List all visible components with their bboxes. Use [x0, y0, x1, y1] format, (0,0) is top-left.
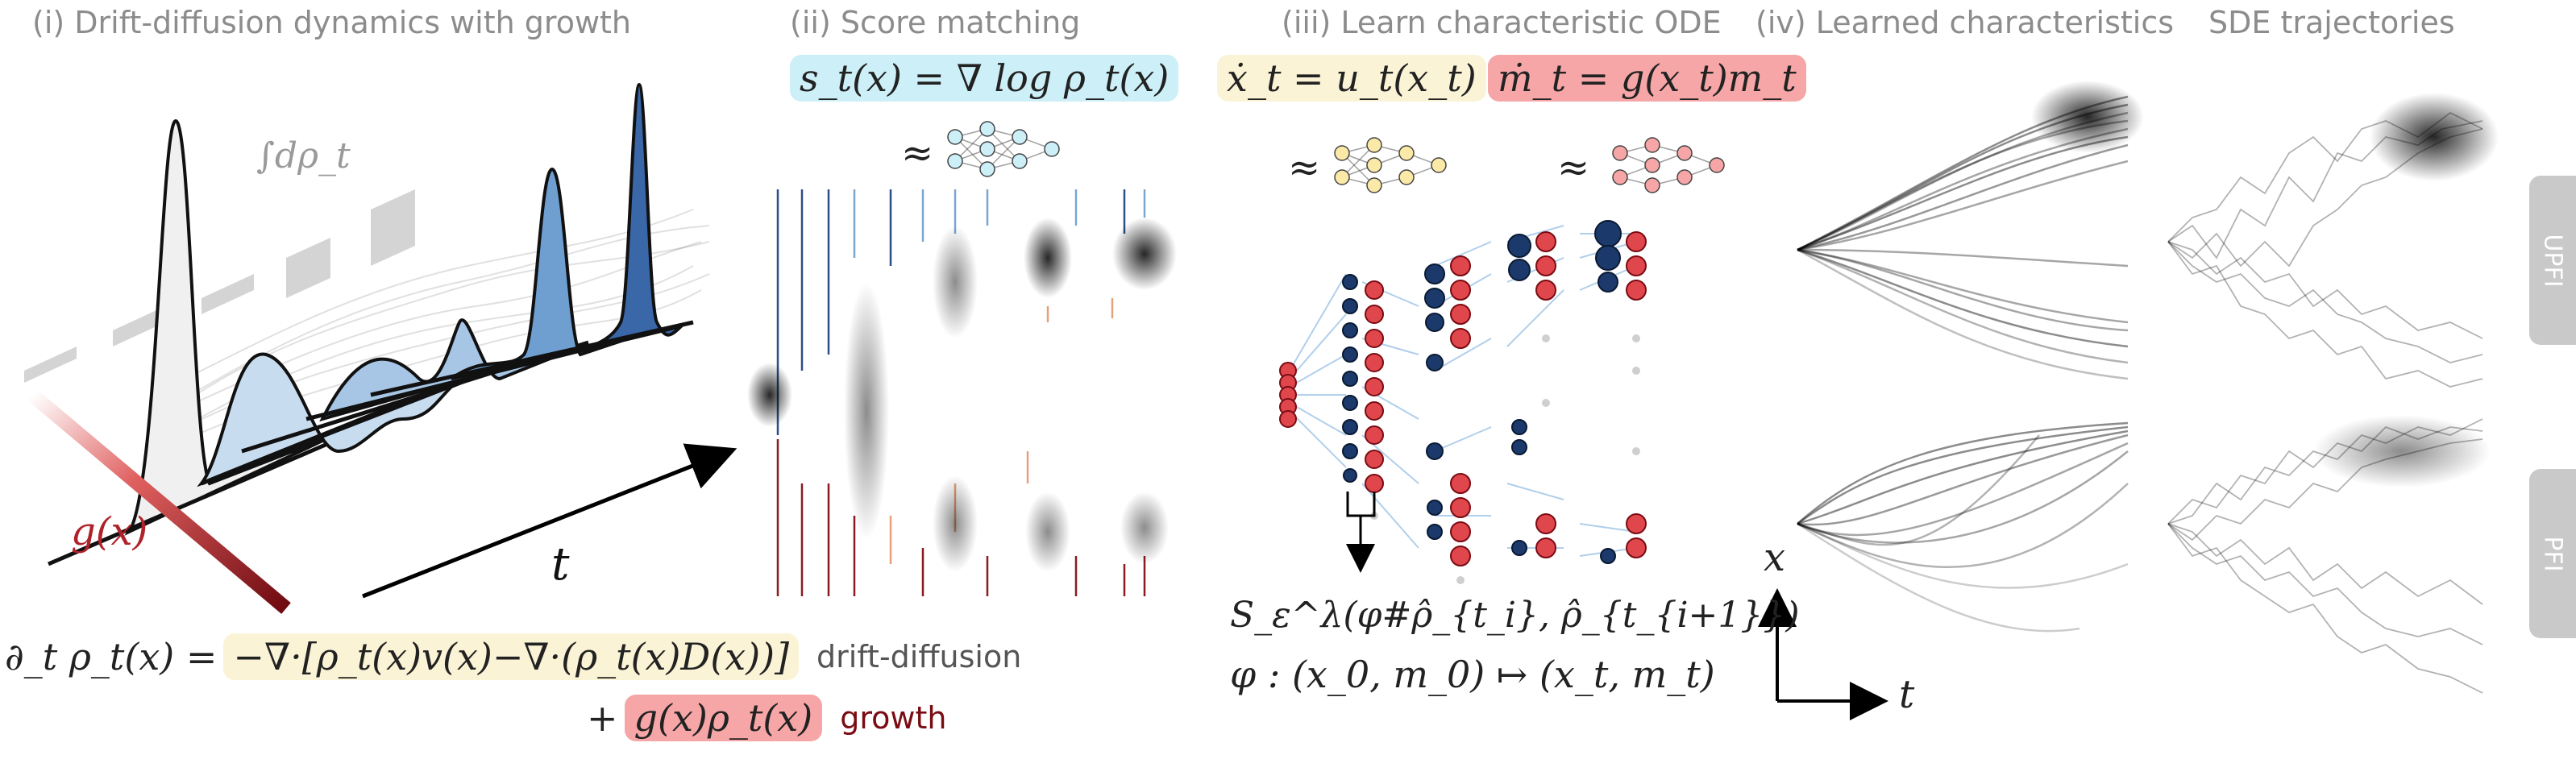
- sample-cloud-t0: [747, 363, 792, 427]
- time-axis-arrow: [362, 443, 737, 599]
- sample-cloud-t2a: [933, 226, 978, 338]
- velocity-approx-symbol: ≈: [1288, 145, 1321, 190]
- mass-ode: ṁ_t = g(x_t)m_t: [1488, 55, 1806, 102]
- pfi-tag-label: PFI: [2538, 535, 2567, 572]
- growth-approx-symbol: ≈: [1557, 145, 1590, 190]
- density-curve-1: [48, 118, 339, 566]
- sample-cloud-t4a: [1112, 218, 1177, 290]
- pde-equation-line1: ∂_t ρ_t(x) = −∇·[ρ_t(x)v(x)−∇·(ρ_t(x)D(x…: [5, 633, 1021, 680]
- t-axis-label: t: [1899, 672, 1915, 717]
- pde-plus: +: [587, 696, 618, 740]
- density-curve-5: [370, 82, 694, 397]
- sde-upfi-mass-concentration: [2370, 93, 2499, 181]
- sample-cloud-t3b: [1025, 492, 1070, 572]
- pfi-tag: PFI: [2529, 469, 2576, 638]
- mass-bars: [24, 189, 415, 383]
- pde-drift-term: −∇·[ρ_t(x)v(x)−∇·(ρ_t(x)D(x))]: [223, 633, 800, 680]
- title-sde-trajectories: SDE trajectories: [2208, 5, 2455, 40]
- pde-lhs: ∂_t ρ_t(x) =: [5, 635, 218, 678]
- panel-drift-diffusion: [24, 82, 737, 614]
- flow-map: φ : (x_0, m_0) ↦ (x_t, m_t): [1230, 653, 1715, 696]
- time-axis-label: t: [551, 538, 570, 591]
- title-score-matching: (ii) Score matching: [790, 5, 1081, 40]
- sample-cloud-t3a: [1024, 218, 1072, 298]
- panel-score-matching: [747, 189, 1177, 596]
- panel-sde-trajectories: [2167, 93, 2499, 694]
- pde-equation-line2: + g(x)ρ_t(x) growth: [587, 695, 946, 741]
- neural-net-growth-icon: [1612, 137, 1725, 193]
- growth-function-label: g(x): [71, 509, 148, 554]
- title-characteristic-ode: (iii) Learn characteristic ODE: [1282, 5, 1722, 40]
- integral-mass-label: ∫dρ_t: [256, 135, 351, 176]
- upfi-tag-label: UPFI: [2538, 233, 2567, 288]
- neural-net-velocity-icon: [1334, 137, 1447, 193]
- sample-cloud-t2b: [933, 475, 978, 572]
- sinkhorn-loss: S_ε^λ(φ#ρ̂_{t_i}, ρ̂_{t_{i+1}}): [1230, 595, 1800, 636]
- neural-net-score-icon: [947, 121, 1060, 177]
- sde-pfi-density: [2313, 415, 2491, 488]
- score-approx-symbol: ≈: [901, 131, 934, 176]
- growth-label: growth: [840, 700, 947, 736]
- sample-cloud-t1: [844, 282, 889, 540]
- upfi-tag: UPFI: [2529, 176, 2576, 345]
- drift-diffusion-label: drift-diffusion: [816, 639, 1022, 674]
- growth-gradient-bar: [27, 389, 291, 614]
- pfi-characteristics: [1797, 421, 2129, 633]
- sample-cloud-t4b: [1120, 492, 1169, 564]
- velocity-ode: ẋ_t = u_t(x_t): [1217, 55, 1486, 102]
- title-learned-characteristics: (iv) Learned characteristics: [1755, 5, 2175, 40]
- score-equation: s_t(x) = ∇ log ρ_t(x): [790, 55, 1179, 102]
- title-drift-diffusion: (i) Drift-diffusion dynamics with growth: [32, 5, 632, 40]
- panel-characteristics-transport: [1279, 220, 1647, 584]
- pde-growth-term: g(x)ρ_t(x): [624, 695, 823, 741]
- x-axis-label: x: [1764, 535, 1786, 580]
- upfi-mass-concentration: [2031, 81, 2144, 153]
- panel-learned-characteristics: [1758, 81, 2144, 720]
